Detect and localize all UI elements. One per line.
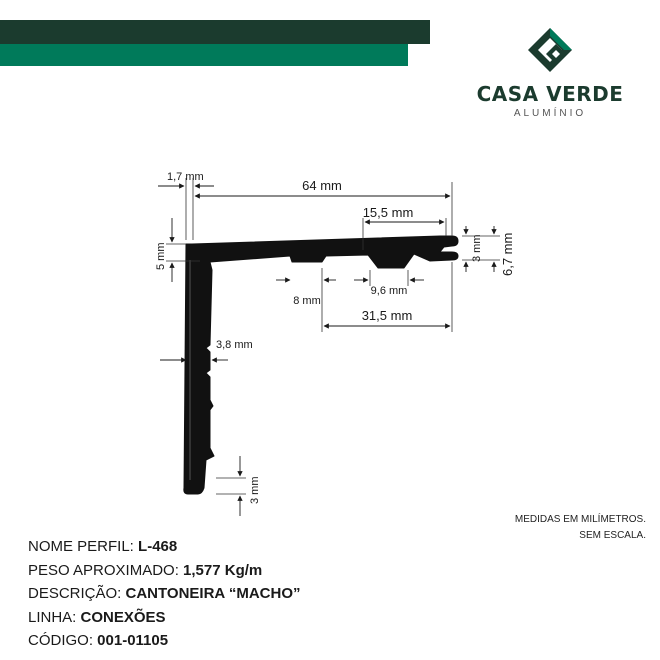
header-bar-green bbox=[0, 44, 408, 66]
note-line-1: MEDIDAS EM MILÍMETROS. bbox=[514, 514, 646, 525]
info-nome: NOME PERFIL: L-468 bbox=[28, 538, 178, 555]
header-bar-dark bbox=[0, 20, 430, 44]
info-peso: PESO APROXIMADO: 1,577 Kg/m bbox=[28, 561, 263, 579]
dim-inner-width: 15,5 mm bbox=[363, 205, 414, 220]
dim-left-height: 5 mm bbox=[155, 243, 167, 271]
brand-name: CASA VERDE bbox=[476, 82, 624, 106]
info-codigo: CÓDIGO: 001-01105 bbox=[28, 632, 169, 649]
measurement-note: MEDIDAS EM MILÍMETROS. SEM ESCALA. bbox=[515, 512, 646, 544]
dim-overall-width: 64 mm bbox=[302, 178, 342, 193]
dim-span-31-5: 31,5 mm bbox=[362, 308, 413, 323]
dim-right-height-small: 3 mm bbox=[471, 235, 483, 263]
profile-info: NOME PERFIL: L-468 PESO APROXIMADO: 1,57… bbox=[28, 535, 301, 653]
profile-shape bbox=[183, 235, 459, 495]
dim-slot-9-6: 9,6 mm bbox=[371, 285, 408, 297]
dim-bottom-3: 3 mm bbox=[249, 477, 261, 505]
note-line-2: SEM ESCALA. bbox=[579, 530, 646, 541]
dim-right-height-total: 6,7 mm bbox=[500, 233, 515, 276]
dim-slot-8: 8 mm bbox=[293, 295, 321, 307]
casa-verde-logo-icon bbox=[528, 28, 572, 72]
dim-top-thickness: 1,7 mm bbox=[167, 171, 204, 183]
brand-tagline: ALUMÍNIO bbox=[513, 108, 587, 119]
info-linha: LINHA: CONEXÕES bbox=[28, 608, 166, 626]
info-descricao: DESCRIÇÃO: CANTONEIRA “MACHO” bbox=[28, 585, 301, 602]
dim-wall-3-8: 3,8 mm bbox=[216, 339, 253, 351]
